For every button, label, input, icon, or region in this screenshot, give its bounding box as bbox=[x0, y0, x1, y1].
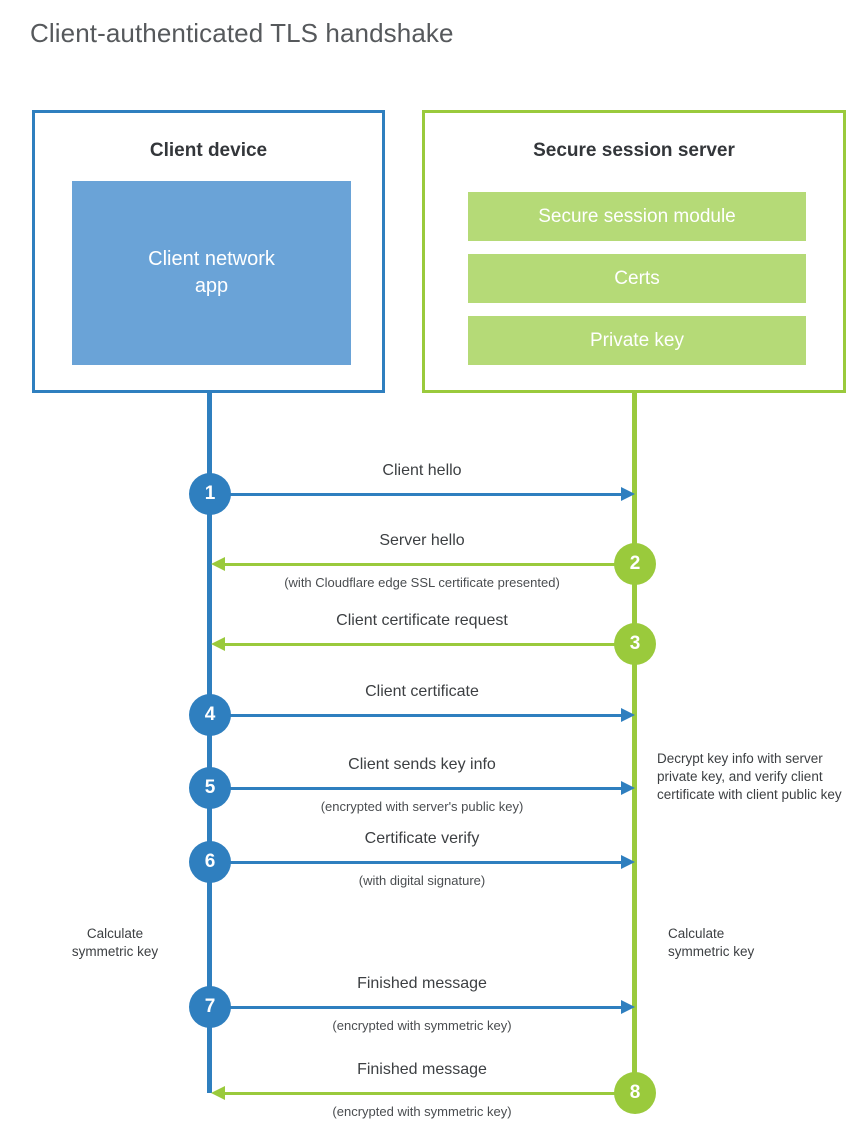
step-circle-4[interactable]: 4 bbox=[189, 694, 231, 736]
server-decrypt-note: Decrypt key info with server private key… bbox=[657, 751, 842, 802]
server-bar-private-key: Private key bbox=[468, 316, 806, 365]
arrow-head bbox=[621, 1000, 635, 1014]
step-circle-7[interactable]: 7 bbox=[189, 986, 231, 1028]
secure-session-server-title: Secure session server bbox=[533, 140, 735, 161]
client-network-app-box: Client network app bbox=[72, 181, 351, 365]
server-bar-secure-session-module: Secure session module bbox=[468, 192, 806, 241]
arrow-head bbox=[621, 708, 635, 722]
step-circle-6[interactable]: 6 bbox=[189, 841, 231, 883]
message-label-8: Finished message bbox=[357, 1061, 487, 1078]
arrow-head bbox=[211, 557, 225, 571]
arrow-head bbox=[211, 637, 225, 651]
server-bar-certs: Certs bbox=[468, 254, 806, 303]
message-sublabel-6: (with digital signature) bbox=[358, 873, 486, 888]
arrow-line bbox=[210, 861, 621, 864]
page-title: Client-authenticated TLS handshake bbox=[30, 18, 454, 48]
arrow-head bbox=[621, 487, 635, 501]
arrow-head bbox=[621, 855, 635, 869]
arrow-line bbox=[210, 787, 621, 790]
client-calculate-symmetric-key-note: Calculate symmetric key bbox=[71, 926, 159, 959]
arrow-line bbox=[225, 563, 634, 566]
arrow-head bbox=[621, 781, 635, 795]
client-network-app-label: Client network app bbox=[148, 248, 275, 297]
message-label-4: Client certificate bbox=[365, 683, 479, 700]
step-circle-8[interactable]: 8 bbox=[614, 1072, 656, 1114]
message-label-6: Certificate verify bbox=[364, 830, 480, 847]
server-calculate-symmetric-key-note: Calculate symmetric key bbox=[668, 926, 755, 959]
message-label-5: Client sends key info bbox=[348, 756, 496, 773]
message-label-7: Finished message bbox=[357, 975, 487, 992]
arrow-line bbox=[225, 1092, 634, 1095]
step-circle-5[interactable]: 5 bbox=[189, 767, 231, 809]
step-circle-1[interactable]: 1 bbox=[189, 473, 231, 515]
message-label-2: Server hello bbox=[379, 532, 465, 549]
message-sublabel-2: (with Cloudflare edge SSL certificate pr… bbox=[284, 575, 560, 590]
client-device-box: Client device Client network app bbox=[32, 110, 385, 393]
message-sublabel-7: (encrypted with symmetric key) bbox=[332, 1018, 512, 1033]
client-lifeline bbox=[207, 391, 212, 1093]
message-label-1: Client hello bbox=[382, 462, 462, 479]
arrow-line bbox=[225, 643, 634, 646]
message-sublabel-5: (encrypted with server's public key) bbox=[320, 799, 524, 814]
message-label-3: Client certificate request bbox=[336, 612, 508, 629]
step-circle-2[interactable]: 2 bbox=[614, 543, 656, 585]
step-circle-3[interactable]: 3 bbox=[614, 623, 656, 665]
arrow-line bbox=[210, 493, 621, 496]
message-sublabel-8: (encrypted with symmetric key) bbox=[332, 1104, 512, 1119]
secure-session-server-box: Secure session server Secure session mod… bbox=[422, 110, 846, 393]
client-device-title: Client device bbox=[149, 140, 268, 161]
server-lifeline bbox=[632, 391, 637, 1093]
arrow-head bbox=[211, 1086, 225, 1100]
arrow-line bbox=[210, 714, 621, 717]
arrow-line bbox=[210, 1006, 621, 1009]
